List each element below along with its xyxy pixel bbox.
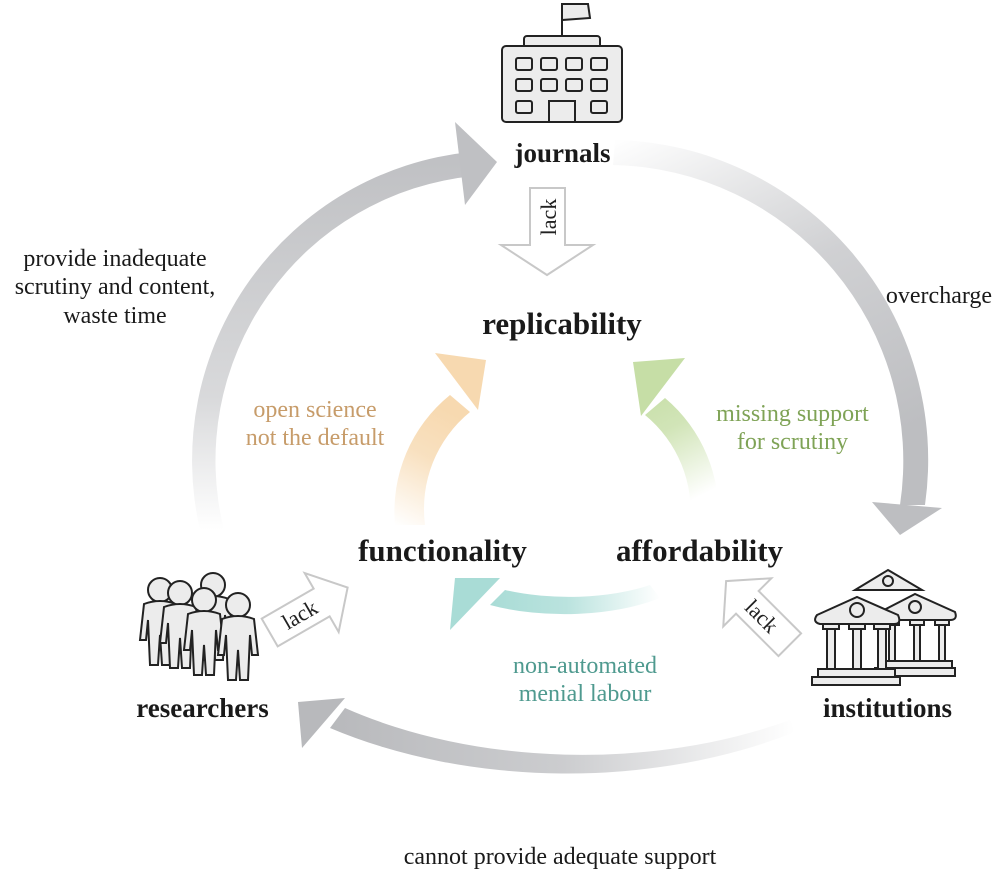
arrow-researchers-to-journals (192, 122, 497, 530)
edge-label-institutions-to-researchers: cannot provide adequate support (360, 843, 760, 871)
edge-label-researchers-to-journals: provide inadequate scrutiny and content,… (0, 245, 230, 330)
arrow-journals-to-institutions-shaft (613, 140, 929, 505)
concept-functionality-label: functionality (358, 533, 527, 568)
arrow-affordability-to-replicability-head (633, 358, 685, 416)
concept-affordability-label: affordability (615, 533, 784, 568)
arrow-institutions-to-researchers (298, 698, 795, 774)
edge-label-line: for scrutiny (736, 429, 849, 456)
arrow-functionality-to-replicability-shaft (394, 395, 470, 525)
classical-buildings-icon (811, 568, 957, 686)
building-with-flag-icon (501, 3, 623, 123)
lack-arrow-journals: lack (497, 187, 597, 277)
edge-label-line: overcharge (885, 283, 993, 309)
edge-label-line: non-automated (513, 653, 657, 679)
arrow-researchers-to-journals-shaft (192, 152, 474, 530)
people-group-icon (138, 572, 260, 681)
arrow-functionality-to-replicability (394, 353, 486, 525)
center-replicability-label: replicability (482, 306, 642, 341)
arrow-journals-to-institutions-head (872, 502, 942, 535)
edge-label-functionality-to-replicability: open science not the default (235, 396, 395, 453)
node-researchers-label: researchers (136, 693, 269, 723)
arrow-journals-to-institutions (613, 140, 942, 535)
edge-label-line: missing support (716, 401, 869, 427)
lack-arrow-researchers-outline (260, 571, 349, 648)
arrow-affordability-to-functionality (450, 578, 660, 630)
arrow-institutions-to-researchers-head (298, 698, 345, 748)
lack-arrow-institutions: lack (722, 577, 803, 658)
edge-label-affordability-to-functionality: non-automated menial labour (490, 652, 680, 709)
lack-arrow-institutions-outline (722, 577, 803, 658)
lack-arrow-researchers: lack (260, 571, 349, 648)
arrow-affordability-to-replicability (633, 358, 719, 525)
lack-arrow-journals-outline (497, 187, 597, 277)
edge-label-line: open science (253, 397, 377, 423)
arrow-affordability-to-functionality-shaft (490, 585, 660, 615)
edge-label-line: not the default (245, 425, 385, 452)
edge-label-line: provide inadequate (23, 246, 207, 272)
node-institutions-label: institutions (822, 693, 953, 723)
lack-label-journals: lack (536, 199, 561, 236)
arrow-researchers-to-journals-head (455, 122, 497, 205)
arrow-affordability-to-functionality-head (450, 578, 500, 630)
arrow-affordability-to-replicability-shaft (645, 398, 719, 525)
node-journals-label: journals (514, 138, 611, 168)
edge-label-line: menial labour (518, 681, 652, 708)
arrow-institutions-to-researchers-shaft (330, 708, 795, 774)
edge-label-line: cannot provide adequate support (403, 844, 717, 870)
arrow-functionality-to-replicability-head (435, 353, 486, 410)
edge-label-journals-to-institutions: overcharge (878, 282, 1000, 310)
edge-label-affordability-to-replicability: missing support for scrutiny (700, 400, 885, 457)
edge-label-line: scrutiny and content, (14, 274, 216, 301)
edge-label-line: waste time (63, 302, 167, 329)
